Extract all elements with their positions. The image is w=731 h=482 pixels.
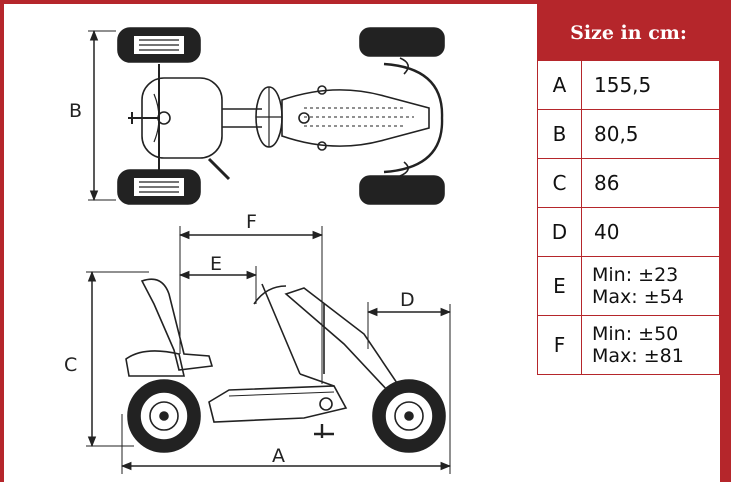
- body-side: [284, 287, 401, 394]
- steering-column: [253, 283, 301, 375]
- seat-side: [140, 278, 214, 371]
- size-value-range: Min: ±50 Max: ±81: [581, 315, 720, 375]
- size-row-e: E Min: ±23 Max: ±54: [537, 256, 720, 316]
- size-value: 80,5: [581, 109, 720, 159]
- size-key: B: [537, 109, 582, 159]
- size-key: F: [537, 315, 582, 375]
- side-view-kart: [125, 278, 446, 453]
- size-row-b: B 80,5: [537, 109, 720, 159]
- size-max: Max: ±81: [592, 345, 684, 367]
- front-right-wheel: [359, 175, 445, 205]
- size-min: Min: ±23: [592, 264, 679, 286]
- size-row-f: F Min: ±50 Max: ±81: [537, 315, 720, 375]
- size-value-range: Min: ±23 Max: ±54: [581, 256, 720, 316]
- rear-right-wheel: [117, 169, 201, 205]
- size-key: A: [537, 60, 582, 110]
- chassis-side: [208, 385, 348, 423]
- size-value: 40: [581, 207, 720, 257]
- size-min: Min: ±50: [592, 323, 679, 345]
- dim-label-b: B: [69, 100, 82, 122]
- front-left-wheel: [359, 27, 445, 57]
- dim-label-e: E: [210, 253, 222, 275]
- frame-right-bar: [720, 0, 731, 482]
- size-table-header-row: Size in cm:: [537, 4, 720, 61]
- size-key: C: [537, 158, 582, 208]
- dim-label-f: F: [246, 211, 257, 233]
- gokart-dimension-diagram: B A C: [64, 27, 452, 474]
- size-key: E: [537, 256, 582, 316]
- dimension-A: A: [120, 304, 452, 474]
- size-table-header: Size in cm:: [537, 4, 720, 61]
- size-row-c: C 86: [537, 158, 720, 208]
- size-value: 155,5: [581, 60, 720, 110]
- size-table: Size in cm: A 155,5 B 80,5 C 86 D 40 E M…: [537, 4, 720, 375]
- rear-left-wheel: [117, 27, 201, 63]
- size-row-a: A 155,5: [537, 60, 720, 110]
- dimension-D: D: [366, 289, 452, 349]
- size-key: D: [537, 207, 582, 257]
- size-max: Max: ±54: [592, 286, 684, 308]
- front-wheel-side: [372, 379, 446, 453]
- dimension-B: B: [69, 29, 116, 202]
- rear-wheel-side: [127, 379, 201, 453]
- dim-label-a: A: [272, 445, 285, 467]
- dim-label-c: C: [64, 354, 77, 376]
- size-value: 86: [581, 158, 720, 208]
- dimension-E: E: [178, 253, 258, 354]
- dimension-C: C: [64, 270, 149, 448]
- body-top: [281, 89, 430, 147]
- dimension-F: F: [178, 211, 324, 384]
- top-view-kart: [117, 27, 445, 205]
- size-row-d: D 40: [537, 207, 720, 257]
- dim-label-d: D: [400, 289, 415, 311]
